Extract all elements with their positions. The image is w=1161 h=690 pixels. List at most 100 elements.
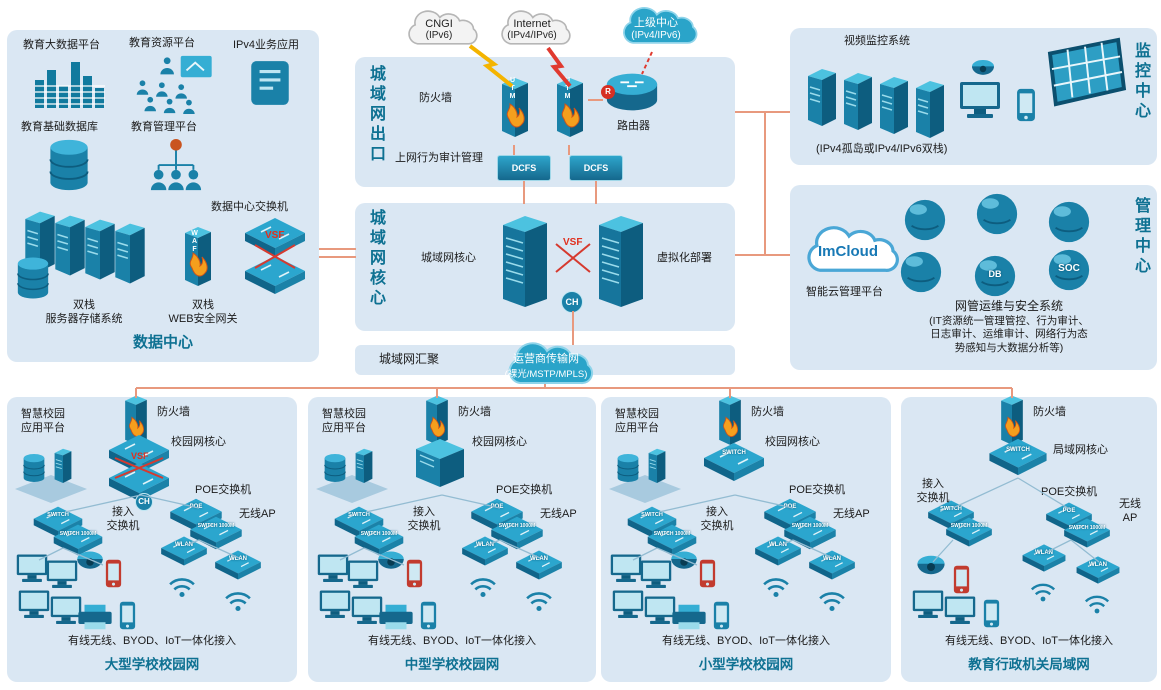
cloud-cngi-proto: (IPv6) [425,29,453,41]
wlan-face-label: WLAN [175,542,193,548]
switch-face-label: SWITCH 1000M [950,523,988,529]
server-icon [910,66,950,150]
label-smart-campus-l2: 应用平台 [615,422,659,435]
wireless-ap-icon [512,549,566,581]
wifi-signal-icon [759,573,793,599]
school-large-panel: 智慧校园 应用平台 防火墙 VSF CH 校园网核心 POE交换机 POE SW… [7,397,297,682]
core-chassis-icon [497,211,553,311]
datacenter-panel: 教育大数据平台 教育资源平台 IPv4业务应用 教育基础数据库 教育管理平台 数… [7,30,319,362]
desktop-icon [639,559,673,591]
wifi-signal-icon [522,587,556,613]
label-wireless-ap-l2: AP [1122,512,1138,525]
switch-face-label: SWITCH 1000M [791,523,829,529]
noc-line-1: (IT资源统一管理管控、行为审计、 [929,314,1089,327]
desktop-icon [15,553,49,585]
wireless-ap-icon [751,535,805,567]
school-medium-panel: 智慧校园 应用平台 防火墙 校园网核心 POE交换机 POE SWITCH 10… [308,397,596,682]
app-platform-icon [13,445,89,503]
label-access-l1: 接入 [112,506,134,518]
switch-face-label: SWITCH [722,450,746,456]
label-access-switch: 接入 交换机 [913,477,953,506]
wlan-face-label: WLAN [229,556,247,562]
dashboard-sphere-icon [902,197,948,243]
label-router: 路由器 [617,120,650,132]
vsf-badge: VSF [563,237,583,248]
wifi-signal-icon [815,587,849,613]
man-core-panel: 城域网核心 城域网核心 VSF CH 虚拟化部署 [355,203,735,331]
label-poe-switch: POE交换机 [195,484,252,496]
label-wireless-ap: 无线AP [833,508,870,520]
label-unified-access: 有线无线、BYOD、IoT一体化接入 [944,635,1114,647]
label-aggregation: 城域网汇聚 [379,352,440,366]
waf-badge: WAF [191,230,198,254]
operator-sphere-icon [898,249,944,295]
label-wireless-ap: 无线AP [540,508,577,520]
wireless-ap-icon [211,549,265,581]
switch-face-label: SWITCH 1000M [1068,525,1106,531]
label-cloud-platform: 智能云管理平台 [806,286,883,298]
switch-face-label: SWITCH 1000M [360,531,398,537]
label-access-l2: 交换机 [916,492,950,505]
server-icon [874,62,914,146]
imcloud-logo: ImCloud [818,242,878,260]
label-poe-switch: POE交换机 [789,484,846,496]
label-smart-campus-l2: 应用平台 [21,422,65,435]
label-ipv4-island-note: (IPv4孤岛或IPv4/IPv6双栈) [816,143,948,155]
wlan-face-label: WLAN [530,556,548,562]
label-wireless-ap-l1: 无线 [1119,498,1141,510]
switch-face-label: SWITCH 1000M [653,531,691,537]
camera-icon [75,549,105,575]
mobile-phone-icon [105,559,122,588]
label-smart-campus: 智慧校园 应用平台 [615,407,659,436]
mobile-phone-icon [406,559,423,588]
noc-system-title: 网管运维与安全系统 [954,299,1063,313]
router-badge: R [601,85,615,99]
noc-line-2: 日志审计、运维审计、网络行为态 [930,328,1088,341]
label-web-gateway-l2: WEB安全网关 [168,313,238,326]
cloud-cngi-name: CNGI [425,17,453,30]
admin-lan-title: 教育行政机关局域网 [968,657,1090,672]
switch-face-label: SWITCH 1000M [197,523,235,529]
imcloud-cloud: ImCloud [794,221,902,281]
wireless-ap-icon [1019,543,1069,573]
cloud-internet-proto: (IPv4/IPv6) [507,29,557,41]
label-firewall: 防火墙 [1033,406,1066,418]
poe-face-label: POE [189,504,203,510]
poe-face-label: POE [490,504,504,510]
utm-badge: UTM [564,77,571,101]
label-big-data-platform: 教育大数据平台 [23,39,100,51]
wireless-ap-icon [805,549,859,581]
wireless-ap-icon [458,535,512,567]
server-sphere-icon [1046,199,1092,245]
label-access-switch: 接入 交换机 [699,505,735,534]
desktop-icon [346,559,380,591]
cloud-internet-name: Internet [513,17,551,30]
label-resource-platform: 教育资源平台 [129,37,195,49]
carrier-cloud-tech: (裸光/MSTP/MPLS) [504,369,588,380]
label-smart-campus-l1: 智慧校园 [21,408,65,420]
label-wireless-ap: 无线 AP [1115,497,1145,526]
printer-icon [75,603,115,631]
desktop-icon [45,559,79,591]
server-icon [802,54,842,138]
core-switch-icon [406,433,474,491]
server-icon [838,58,878,142]
desktop-icon [316,553,350,585]
label-mgmt-platform: 教育管理平台 [131,121,197,133]
camera-icon [970,58,996,80]
mobile-phone-icon [713,601,730,630]
desktop-icon [943,595,977,627]
admin-lan-panel: 防火墙 SWITCH 局域网核心 接入 交换机 SWITCH SWITCH 10… [901,397,1157,682]
desktop-icon [318,589,352,621]
wifi-signal-icon [1081,591,1113,615]
label-base-database: 教育基础数据库 [21,121,98,133]
access-switch-icon [941,516,997,548]
mobile-phone-icon [699,559,716,588]
label-access-l1: 接入 [706,506,728,518]
dcfs-audit-device: DCFS [497,155,551,181]
label-smart-campus: 智慧校园 应用平台 [21,407,65,436]
label-smart-campus-l2: 应用平台 [322,422,366,435]
wlan-face-label: WLAN [1035,550,1053,556]
wlan-face-label: WLAN [1089,562,1107,568]
label-access-l2: 交换机 [407,520,441,533]
